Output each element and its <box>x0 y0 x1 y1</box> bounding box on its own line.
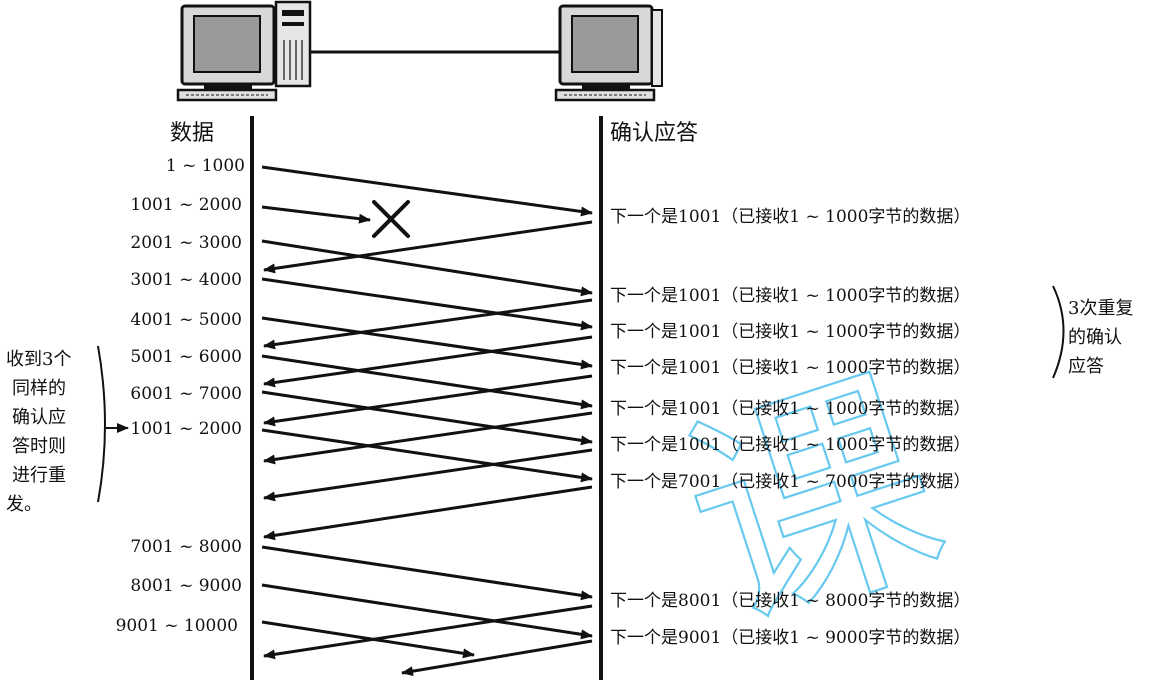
right-note: 3次重复 的确认 应答 <box>1052 285 1133 379</box>
left-note-line: 答时则 <box>12 436 66 457</box>
ack-arrow <box>263 220 593 274</box>
ack-arrows <box>263 220 593 677</box>
ack-arrow <box>263 335 593 388</box>
receiver-computer-icon <box>554 4 663 102</box>
left-note: 收到3个 同样的 确认应 答时则 进行重 发。 <box>6 345 129 515</box>
sequence-label: 8001 ~ 9000 <box>130 576 242 596</box>
ack-arrow <box>263 604 593 660</box>
right-note-line: 的确认 <box>1068 327 1122 348</box>
data-arrow <box>261 545 593 601</box>
sequence-label: 3001 ~ 4000 <box>130 270 242 290</box>
ack-label: 下一个是1001（已接收1 ~ 1000字节的数据） <box>610 435 970 455</box>
left-note-line: 同样的 <box>12 378 66 399</box>
data-arrows <box>261 165 593 659</box>
sequence-label: 7001 ~ 8000 <box>130 537 242 557</box>
sequence-label: 5001 ~ 6000 <box>130 347 242 367</box>
ack-arrow <box>263 374 593 427</box>
ack-arrow <box>263 411 593 465</box>
sequence-labels: 1 ~ 1000 1001 ~ 2000 2001 ~ 3000 3001 ~ … <box>116 156 245 636</box>
right-note-bracket <box>1052 285 1065 379</box>
data-arrow <box>261 277 593 331</box>
ack-arrow <box>263 298 593 350</box>
right-note-line: 应答 <box>1068 356 1104 377</box>
left-note-line: 确认应 <box>12 407 66 428</box>
data-arrow <box>261 583 593 640</box>
left-note-line: 收到3个 <box>6 349 71 370</box>
left-note-bracket <box>97 345 106 503</box>
ack-label: 下一个是9001（已接收1 ~ 9000字节的数据） <box>610 628 970 648</box>
sequence-label: 1 ~ 1000 <box>166 156 245 176</box>
data-arrow <box>261 165 593 217</box>
sequence-label: 2001 ~ 3000 <box>130 233 242 253</box>
ack-label: 下一个是8001（已接收1 ~ 8000字节的数据） <box>610 591 970 611</box>
ack-label: 下一个是1001（已接收1 ~ 1000字节的数据） <box>610 286 970 306</box>
sequence-label: 9001 ~ 10000 <box>116 616 238 636</box>
watermark-char: 课 <box>656 334 971 674</box>
lost-packet-x-icon <box>372 200 410 238</box>
data-arrow-lost <box>261 205 371 224</box>
ack-arrow <box>401 639 593 677</box>
left-note-line: 发。 <box>6 494 42 515</box>
ack-label: 下一个是7001（已接收1 ~ 7000字节的数据） <box>610 472 970 492</box>
data-arrow <box>261 316 593 370</box>
sender-computer-icon <box>176 0 312 102</box>
sequence-label: 6001 ~ 7000 <box>130 384 242 404</box>
ack-label: 下一个是1001（已接收1 ~ 1000字节的数据） <box>610 207 970 227</box>
ack-label: 下一个是1001（已接收1 ~ 1000字节的数据） <box>610 322 970 342</box>
sender-header: 数据 <box>170 121 214 146</box>
sequence-label: 4001 ~ 5000 <box>130 310 242 330</box>
ack-label: 下一个是1001（已接收1 ~ 1000字节的数据） <box>610 399 970 419</box>
receiver-header: 确认应答 <box>610 121 698 146</box>
data-arrow <box>261 390 593 446</box>
data-arrow <box>261 239 593 297</box>
ack-label: 下一个是1001（已接收1 ~ 1000字节的数据） <box>610 358 970 378</box>
left-note-line: 进行重 <box>12 465 66 486</box>
ack-arrow <box>263 448 593 502</box>
data-arrow <box>261 620 475 659</box>
sequence-label: 1001 ~ 2000 <box>130 419 242 439</box>
ack-arrow <box>263 485 593 541</box>
sequence-label: 1001 ~ 2000 <box>130 195 242 215</box>
right-note-line: 3次重复 <box>1068 298 1133 319</box>
data-arrow-retransmit <box>261 428 593 483</box>
ack-labels: 下一个是1001（已接收1 ~ 1000字节的数据） 下一个是1001（已接收1… <box>610 207 970 648</box>
data-arrow <box>261 354 593 410</box>
